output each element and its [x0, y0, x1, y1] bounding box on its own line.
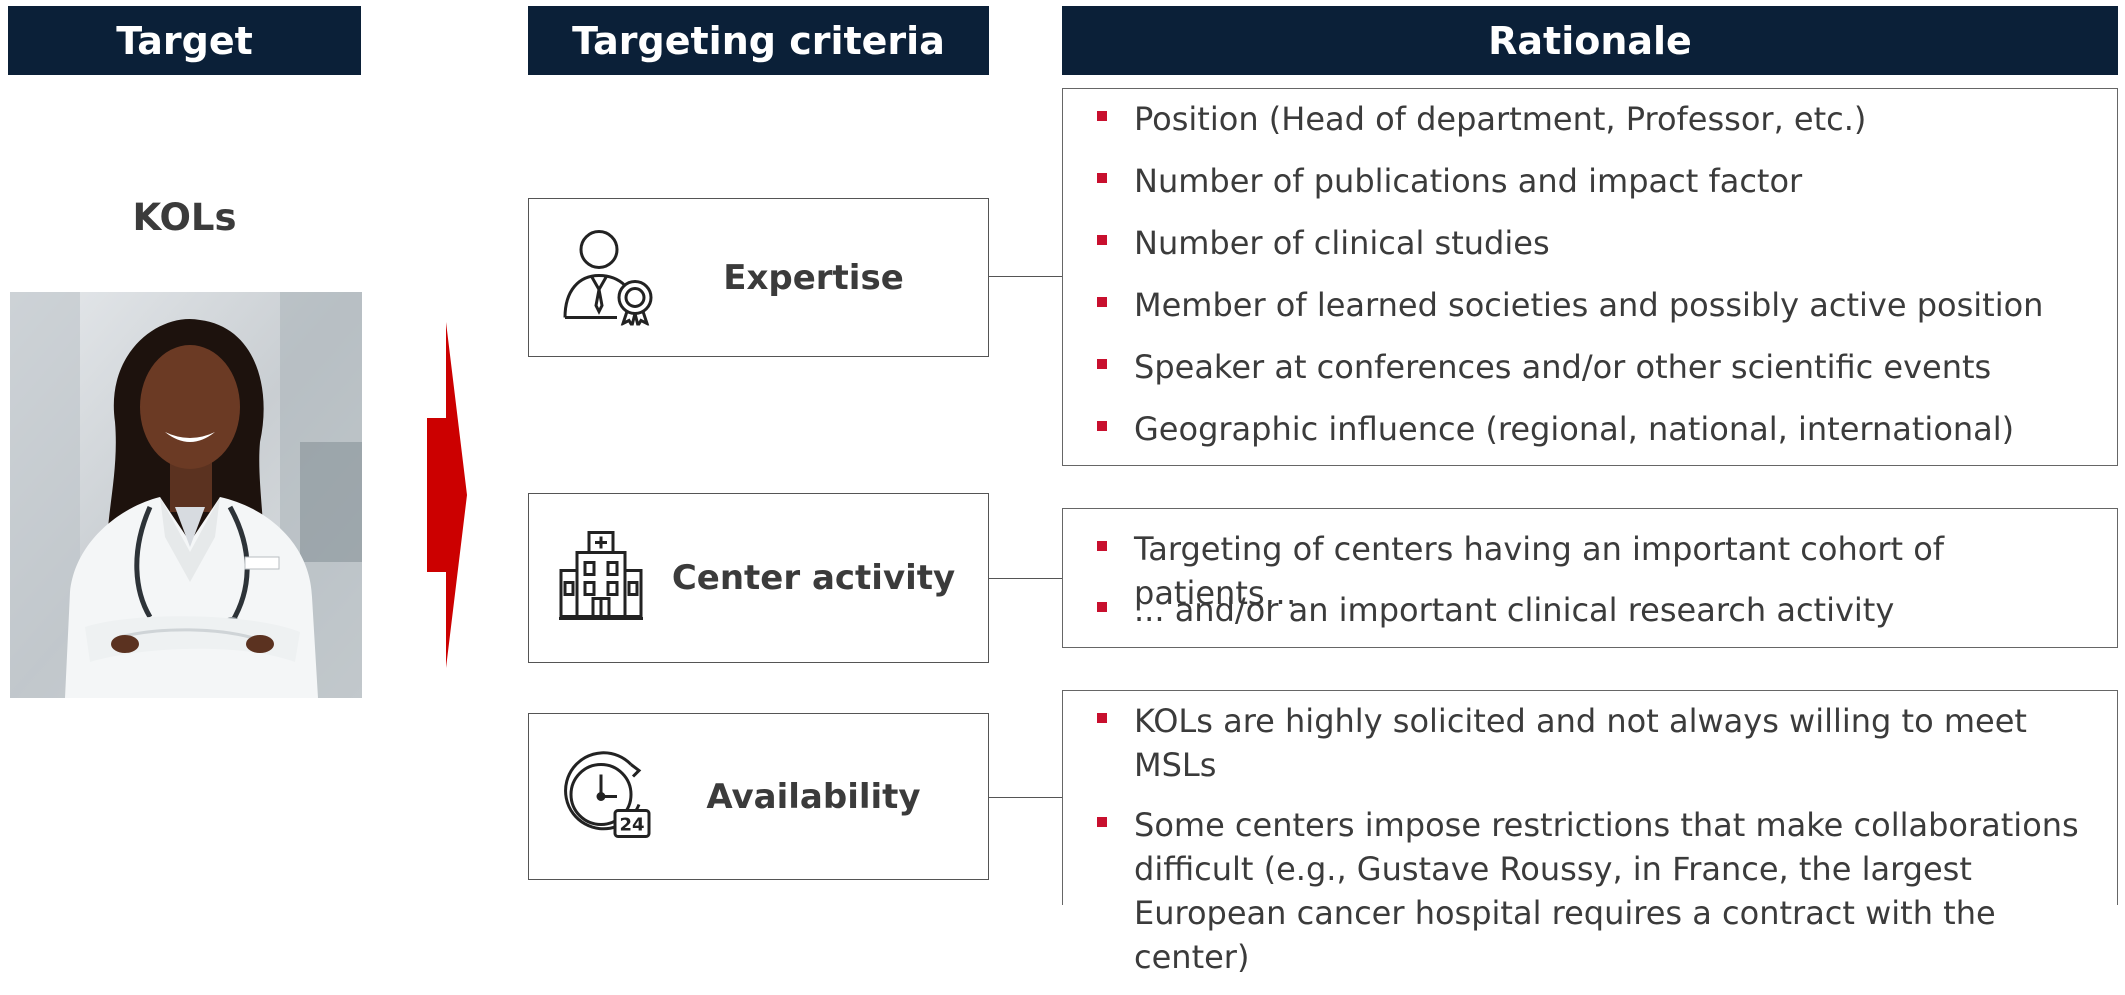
rationale-item: Some centers impose restrictions that ma… [1063, 803, 2117, 979]
connector-line [989, 578, 1062, 579]
svg-text:24: 24 [619, 814, 644, 835]
red-arrow-shape [427, 322, 467, 668]
rationale-list: KOLs are highly solicited and not always… [1063, 699, 2117, 995]
criteria-label: Expertise [723, 257, 904, 298]
criteria-box-availability: 24 Availability [528, 713, 989, 880]
rationale-list: Targeting of centers having an important… [1063, 527, 2117, 649]
target-label: KOLs [132, 196, 237, 239]
criteria-label: Availability [706, 776, 921, 817]
targeting-criteria-header: Targeting criteria [528, 6, 989, 75]
rationale-box-availability: KOLs are highly solicited and not always… [1062, 690, 2118, 976]
target-header: Target [8, 6, 361, 75]
rationale-item: Member of learned societies and possibly… [1063, 283, 2117, 345]
rationale-item: Speaker at conferences and/or other scie… [1063, 345, 2117, 407]
hospital-icon [559, 531, 643, 626]
clock-24-icon: 24 [559, 746, 655, 847]
rationale-box-expertise: Position (Head of department, Professor,… [1062, 88, 2118, 466]
rationale-item: Geographic influence (regional, national… [1063, 407, 2117, 469]
rationale-item: Number of clinical studies [1063, 221, 2117, 283]
connector-line [989, 276, 1062, 277]
connector-line [989, 797, 1062, 798]
expert-award-icon [559, 225, 659, 330]
criteria-box-expertise: Expertise [528, 198, 989, 357]
rationale-item: Position (Head of department, Professor,… [1063, 97, 2117, 159]
rationale-header: Rationale [1062, 6, 2118, 75]
rationale-box-center-activity: Targeting of centers having an important… [1062, 508, 2118, 648]
rationale-item: Number of publications and impact factor [1063, 159, 2117, 221]
doctor-photo [10, 292, 362, 698]
rationale-list: Position (Head of department, Professor,… [1063, 97, 2117, 469]
rationale-item: Targeting of centers having an important… [1063, 527, 2117, 612]
rationale-item: ... and/or an important clinical researc… [1063, 588, 2117, 649]
criteria-box-center-activity: Center activity [528, 493, 989, 663]
criteria-label: Center activity [671, 558, 956, 598]
rationale-item: KOLs are highly solicited and not always… [1063, 699, 2117, 787]
